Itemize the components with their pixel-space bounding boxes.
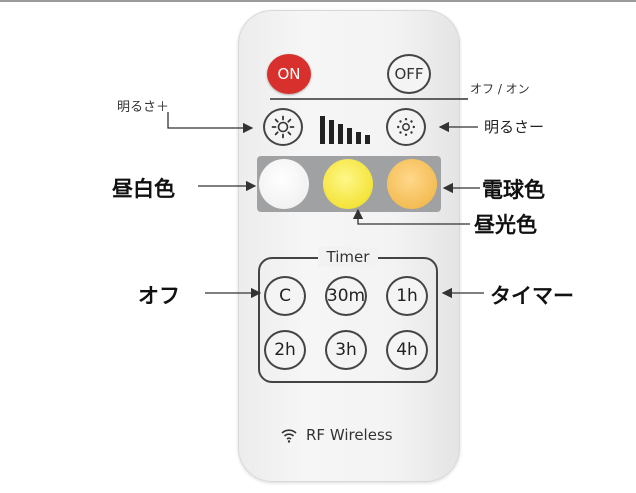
wifi-icon <box>281 429 297 443</box>
timer-1h-button[interactable]: 1h <box>386 276 428 316</box>
timer-30m-label: 30m <box>326 286 366 306</box>
rf-label: RF Wireless <box>306 426 393 444</box>
bar-3 <box>338 124 343 144</box>
annotation-on-off: オフ / オン <box>470 82 530 96</box>
bar-5 <box>356 132 361 144</box>
timer-3h-button[interactable]: 3h <box>325 330 367 370</box>
bar-4 <box>347 128 352 144</box>
rf-wireless: RF Wireless <box>280 425 393 445</box>
timer-1h-label: 1h <box>396 286 418 306</box>
brightness-down-button[interactable] <box>386 108 426 146</box>
annotation-hikari: 昼光色 <box>474 213 537 237</box>
brightness-up-button[interactable] <box>263 108 303 146</box>
timer-2h-button[interactable]: 2h <box>264 330 306 370</box>
daylight-white-button[interactable] <box>259 159 309 209</box>
bar-6 <box>365 135 370 144</box>
bar-1 <box>320 116 325 144</box>
brightness-bars-icon <box>320 114 378 144</box>
timer-4h-button[interactable]: 4h <box>386 330 428 370</box>
annotation-brightness-down: 明るさー <box>484 118 545 136</box>
timer-2h-label: 2h <box>274 340 296 360</box>
annotation-brightness-up: 明るさ＋ <box>117 100 170 115</box>
bar-2 <box>329 120 334 144</box>
annotation-denkyu: 電球色 <box>482 178 545 202</box>
top-border <box>0 0 636 2</box>
on-label: ON <box>277 65 301 83</box>
off-button[interactable]: OFF <box>387 54 431 94</box>
timer-title: Timer <box>318 247 378 267</box>
sun-plus-icon <box>271 115 295 139</box>
on-button[interactable]: ON <box>267 54 311 94</box>
timer-30m-button[interactable]: 30m <box>325 276 367 316</box>
annotation-hiru-shiro: 昼白色 <box>112 177 175 201</box>
annotation-timer: タイマー <box>490 284 574 308</box>
annotation-off: オフ <box>138 284 180 308</box>
daylight-button[interactable] <box>323 159 373 209</box>
off-label: OFF <box>394 65 424 83</box>
bulb-color-button[interactable] <box>387 159 437 209</box>
sun-minus-icon <box>397 118 415 136</box>
timer-4h-label: 4h <box>396 340 418 360</box>
timer-cancel-label: C <box>279 286 291 306</box>
timer-cancel-button[interactable]: C <box>264 276 306 316</box>
timer-3h-label: 3h <box>335 340 357 360</box>
